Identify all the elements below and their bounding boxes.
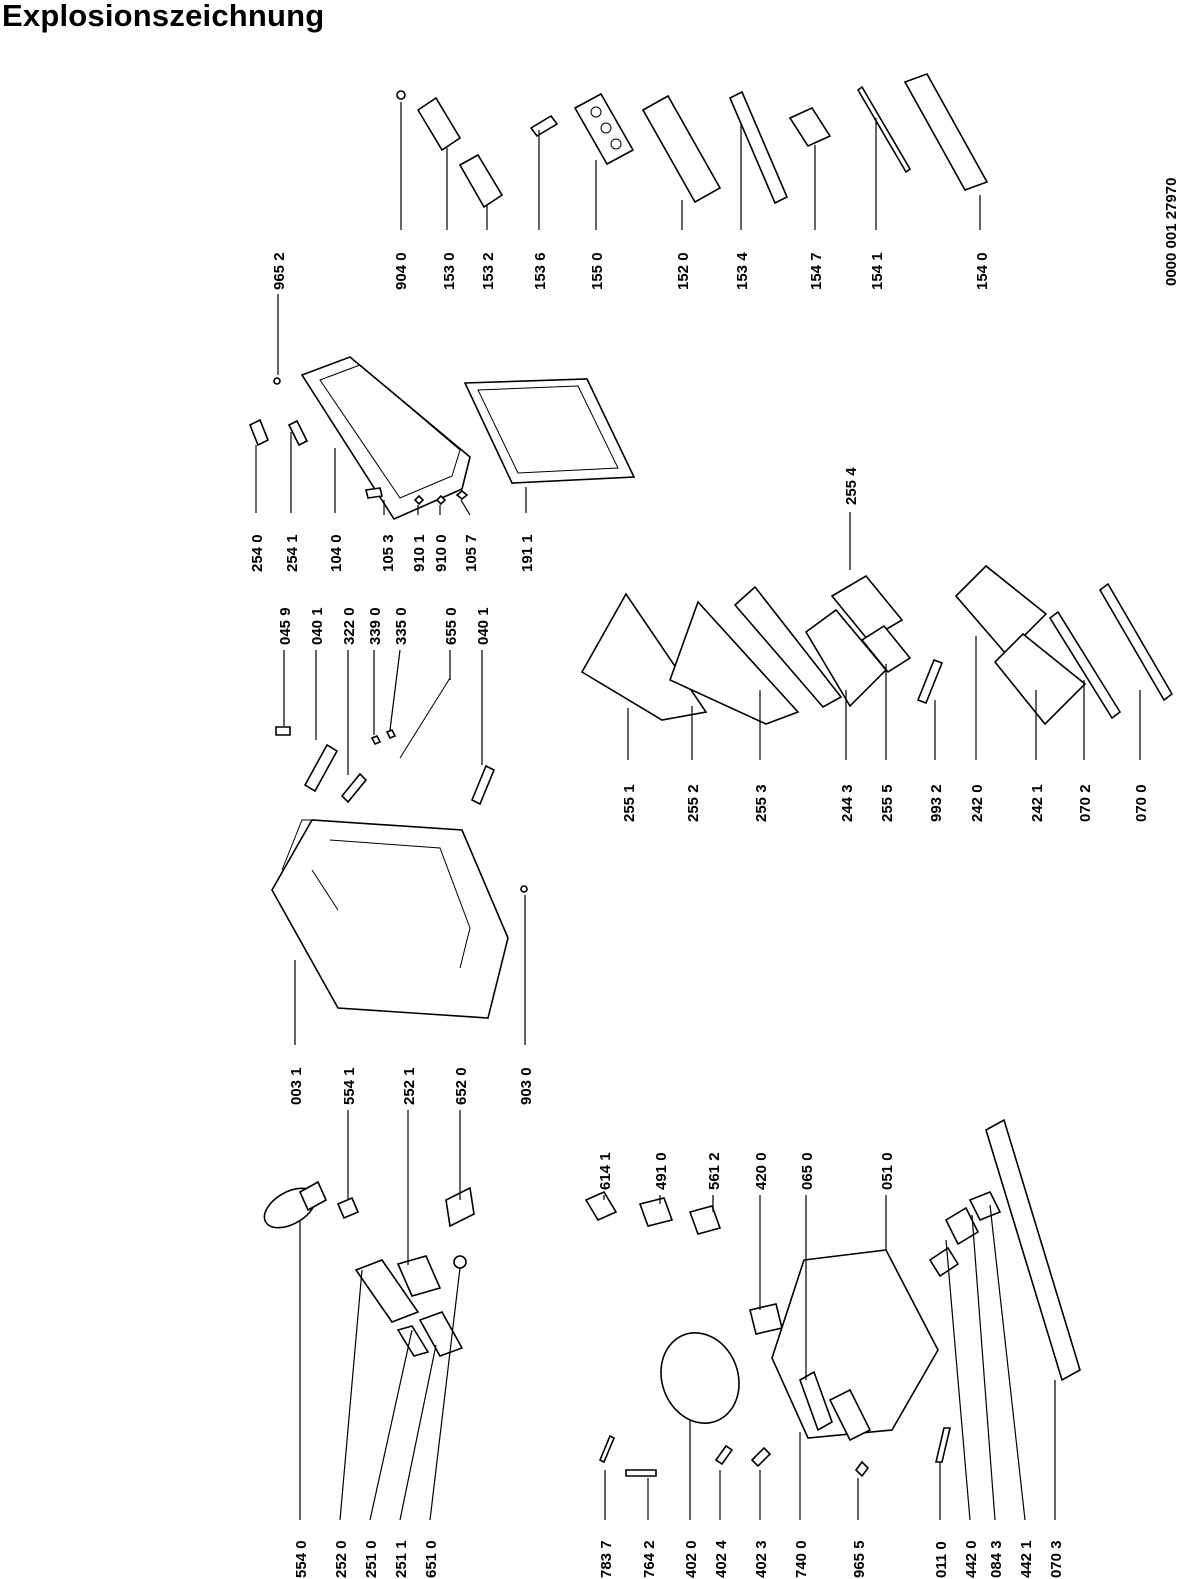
callout-label: 910 0: [433, 534, 450, 572]
callout-label: 003 1: [288, 1067, 305, 1105]
callout-label: 402 3: [753, 1540, 770, 1578]
callout-label: 554 0: [293, 1540, 310, 1578]
callout-label: 242 1: [1029, 784, 1046, 822]
callout-label: 070 2: [1077, 784, 1094, 822]
callout-label: 070 0: [1133, 784, 1150, 822]
callout-label: 255 2: [685, 784, 702, 822]
callout-label: 255 3: [753, 784, 770, 822]
callout-label: 322 0: [341, 607, 358, 645]
callout-label: 154 7: [808, 252, 825, 290]
callout-label: 051 0: [879, 1152, 896, 1190]
callout-label: 153 0: [441, 252, 458, 290]
callout-label: 614 1: [597, 1152, 614, 1190]
callout-label: 252 1: [401, 1067, 418, 1105]
drawing-number: 0000 001 27970: [1163, 178, 1180, 286]
callout-label: 040 1: [475, 607, 492, 645]
callout-label: 084 3: [988, 1540, 1005, 1578]
callout-label: 910 1: [411, 534, 428, 572]
callout-label: 011 0: [933, 1541, 950, 1578]
callout-label: 251 0: [363, 1540, 380, 1578]
callout-label: 255 5: [879, 784, 896, 822]
callout-label: 104 0: [328, 534, 345, 572]
callout-label: 252 0: [333, 1540, 350, 1578]
callout-label: 764 2: [641, 1540, 658, 1578]
callout-label: 153 6: [532, 252, 549, 290]
callout-label: 904 0: [393, 252, 410, 290]
callout-label: 442 0: [963, 1540, 980, 1578]
callout-label: 040 1: [309, 607, 326, 645]
callout-label: 254 1: [284, 534, 301, 572]
callout-label: 740 0: [793, 1540, 810, 1578]
page-title: Explosionszeichnung: [2, 0, 325, 33]
callout-label: 065 0: [799, 1152, 816, 1190]
callout-label: 251 1: [393, 1540, 410, 1578]
callout-label: 070 3: [1048, 1540, 1065, 1578]
callout-label: 191 1: [519, 534, 536, 572]
callout-label: 402 0: [683, 1540, 700, 1578]
callout-label: 153 4: [734, 252, 751, 290]
callout-label: 255 1: [621, 784, 638, 822]
callout-label: 045 9: [277, 607, 294, 645]
callout-label: 402 4: [713, 1540, 730, 1578]
callout-label: 153 2: [480, 252, 497, 290]
callout-label: 965 5: [851, 1540, 868, 1578]
callout-label: 442 1: [1018, 1540, 1035, 1578]
callout-label: 155 0: [589, 252, 606, 290]
callout-label: 335 0: [393, 607, 410, 645]
callout-label: 491 0: [653, 1152, 670, 1190]
part-outlines: [248, 73, 1174, 1478]
callout-label: 242 0: [969, 784, 986, 822]
callout-label: 339 0: [367, 607, 384, 645]
callout-label: 152 0: [675, 252, 692, 290]
callout-label: 652 0: [453, 1067, 470, 1105]
callout-label: 561 2: [706, 1152, 723, 1190]
callout-label: 105 3: [380, 534, 397, 572]
callout-label: 420 0: [753, 1152, 770, 1190]
callout-labels: 904 0 153 0 153 2 153 6 155 0 152 0 153 …: [249, 252, 1150, 1578]
callout-label: 244 3: [839, 784, 856, 822]
callout-label: 554 1: [341, 1067, 358, 1105]
callout-label: 651 0: [423, 1540, 440, 1578]
callout-label: 105 7: [463, 534, 480, 572]
callout-label: 255 4: [843, 467, 860, 505]
callout-label: 965 2: [271, 252, 288, 290]
callout-label: 254 0: [249, 534, 266, 572]
callout-label: 993 2: [928, 784, 945, 822]
callout-label: 154 0: [974, 252, 991, 290]
leader-lines: [255, 102, 1141, 1521]
callout-label: 903 0: [518, 1067, 535, 1105]
callout-label: 655 0: [443, 607, 460, 645]
callout-label: 154 1: [869, 252, 886, 290]
callout-label: 783 7: [598, 1540, 615, 1578]
